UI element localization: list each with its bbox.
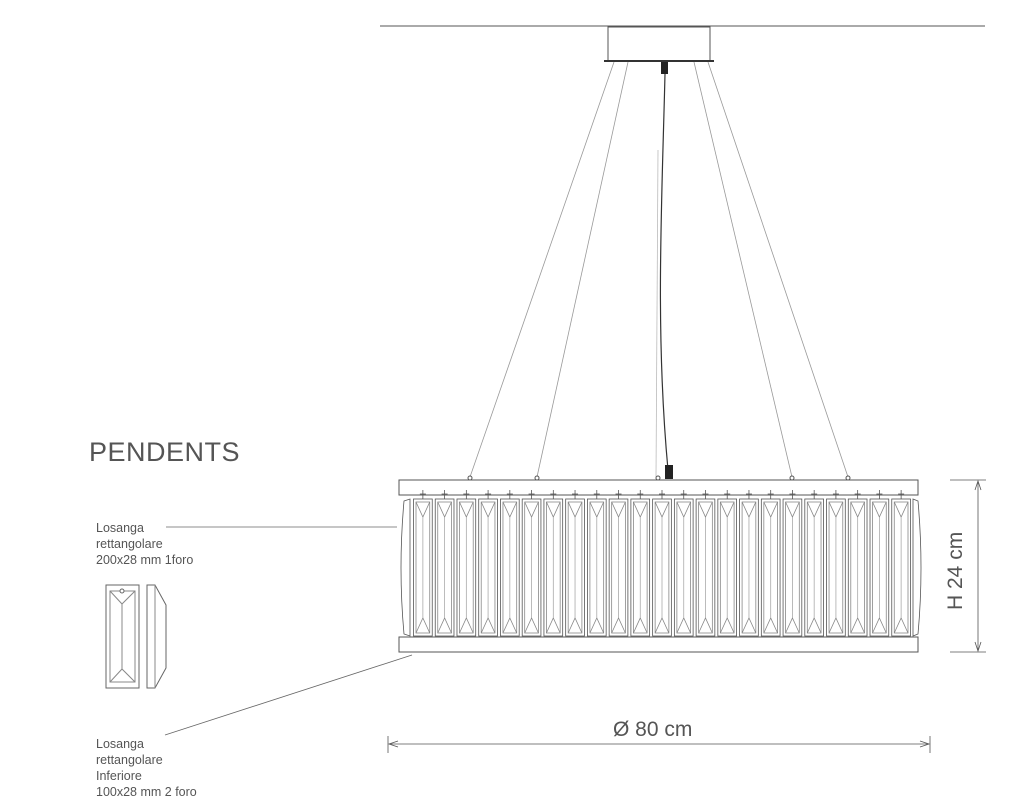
crystal-prism: [630, 498, 651, 637]
power-cable-shadow: [655, 149, 659, 478]
crystal-prism: [413, 498, 433, 637]
crystal-hooks: [419, 490, 905, 499]
diameter-label: Ø 80 cm: [613, 718, 693, 741]
suspension-wires: [469, 61, 849, 478]
crystal-prism: [478, 498, 498, 637]
crystal-prism: [434, 498, 455, 637]
pendant-bottom-line1: Losanga: [96, 737, 144, 751]
pendant-top-label: Losanga rettangolare 200x28 mm 1foro: [96, 520, 193, 568]
width-dimension-line: [387, 736, 931, 753]
crystal-prism: [695, 498, 716, 637]
top-frame: [398, 479, 919, 496]
crystal-prism: [456, 498, 477, 637]
crystal-prism: [521, 498, 542, 637]
cable-connector: [661, 62, 668, 74]
crystal-prism: [673, 498, 694, 637]
crystal-prism: [608, 498, 629, 637]
crystal-prism: [847, 498, 868, 637]
height-label: H 24 cm: [944, 531, 967, 610]
pendant-top-line3: 200x28 mm 1foro: [96, 553, 194, 567]
crystal-prism: [739, 498, 759, 637]
wire-anchors: [467, 475, 851, 481]
pendant-bottom-line2: rettangolare: [96, 753, 163, 767]
power-cable: [659, 73, 669, 471]
crystal-row: [400, 498, 922, 637]
pendant-bottom-line3: Inferiore: [96, 769, 142, 783]
crystal-prism: [587, 498, 607, 637]
pendant-detail-side: [146, 584, 167, 689]
pendant-top-line2: rettangolare: [96, 537, 163, 551]
crystal-prism: [782, 498, 803, 637]
leader-line-bottom: [164, 654, 413, 736]
bottom-ring: [398, 636, 919, 653]
height-dimension-line: [950, 479, 986, 653]
ceiling-canopy: [607, 26, 711, 62]
crystal-prism: [760, 498, 781, 637]
crystal-prism: [565, 498, 585, 637]
crystal-prism: [717, 498, 737, 637]
pendant-detail-front: [105, 584, 140, 689]
pendant-bottom-line4: 100x28 mm 2 foro: [96, 785, 197, 799]
crystal-prism: [826, 498, 846, 637]
crystal-prism: [652, 498, 672, 637]
crystal-prism: [891, 498, 911, 637]
pendant-bottom-label: Losanga rettangolare Inferiore 100x28 mm…: [96, 736, 197, 800]
crystal-prism: [543, 498, 564, 637]
end-crystal: [400, 498, 411, 637]
end-crystal: [912, 498, 922, 637]
crystal-prism: [869, 498, 890, 637]
section-title: PENDENTS: [89, 437, 241, 467]
crystal-prism: [500, 498, 520, 637]
pendant-top-line1: Losanga: [96, 521, 144, 535]
crystal-prism: [804, 498, 824, 637]
cable-gland: [665, 465, 673, 479]
